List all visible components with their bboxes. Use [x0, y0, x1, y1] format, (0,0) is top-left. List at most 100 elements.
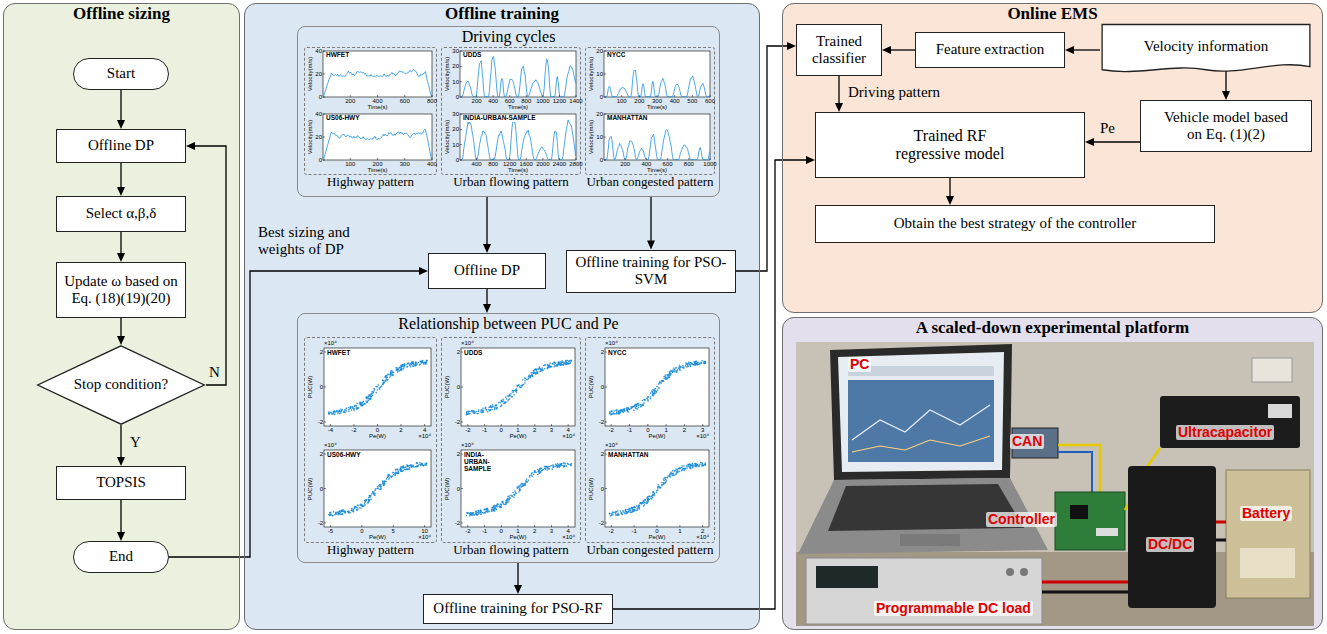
axis-title: Velocity(m/s): [444, 57, 450, 91]
connector-arrow: [117, 500, 125, 541]
axis-tick: 400: [427, 161, 437, 167]
axis-multiplier: ×10⁴: [461, 340, 474, 346]
cycle-name: US06-HWY: [326, 452, 362, 459]
tick-mark: [330, 525, 331, 527]
velocity-curve: [461, 119, 576, 159]
tick-mark: [576, 158, 577, 160]
axis-tick: 600: [505, 98, 515, 104]
axis-tick: 10: [596, 71, 603, 77]
axis-title: Time(s): [367, 104, 387, 110]
tick-mark: [324, 387, 326, 388]
tick-mark: [493, 158, 494, 160]
node-text: Obtain the best strategy of the controll…: [894, 215, 1136, 232]
axis-tick: 400: [488, 98, 498, 104]
tick-mark: [509, 95, 510, 97]
connector-line: [1093, 141, 1140, 142]
axis-title: Pe(W): [649, 534, 666, 540]
tick-mark: [534, 525, 535, 527]
tick-mark: [576, 95, 577, 97]
scatter-points: [466, 360, 572, 416]
tick-mark: [526, 158, 527, 160]
connector-arrow: [1065, 46, 1100, 54]
node-text: Offline DP: [88, 137, 154, 154]
connector-arrow: [736, 42, 796, 271]
arrowhead: [787, 42, 796, 50]
plot-frame: [604, 114, 710, 160]
axis-tick: -2: [455, 520, 460, 526]
axis-multiplier: ×10⁴: [324, 340, 337, 346]
process-box: Offline training for PSO-RF: [423, 594, 613, 624]
panel-title: Offline training: [245, 4, 759, 24]
tick-mark: [605, 422, 607, 423]
connector-arrow: [483, 197, 491, 253]
component-label: CAN: [1010, 434, 1044, 449]
axis-multiplier: ×10⁴: [418, 534, 431, 540]
axis-title: Velocity(m/s): [307, 57, 313, 91]
plot-frame: [460, 114, 576, 160]
axis-tick: 0: [500, 528, 503, 534]
arrowhead: [117, 336, 125, 345]
node-text: Start: [107, 65, 135, 82]
tick-mark: [629, 424, 630, 426]
terminal-pill: Start: [73, 58, 169, 90]
tick-mark: [667, 158, 668, 160]
arrowhead: [946, 196, 954, 205]
axis-tick: 100: [345, 161, 355, 167]
axis-tick: 0: [600, 157, 603, 163]
axis-tick: 40: [315, 111, 322, 117]
arrowhead: [483, 244, 491, 253]
pattern-box: Urban flowing pattern: [441, 337, 581, 543]
axis-tick: 40: [315, 48, 322, 54]
axis-tick: 300: [652, 98, 662, 104]
connector-line: [120, 232, 121, 254]
cycle-name: NYCC: [606, 52, 626, 59]
axis-tick: 0: [320, 384, 323, 390]
cycle-name: HWFET: [326, 350, 351, 357]
axis-tick: 2: [701, 528, 704, 534]
cycle-name: HWFET: [325, 52, 350, 59]
terminal-pill: End: [73, 541, 169, 573]
tick-mark: [361, 525, 362, 527]
plot-frame: [323, 114, 432, 160]
edge-label: Best sizing and weights of DP: [258, 224, 380, 259]
cycle-name: UDDS: [462, 52, 482, 59]
scatter-points: [609, 360, 706, 415]
panel-title: Offline sizing: [4, 4, 239, 24]
connector-line: [517, 563, 518, 586]
edge-label: Driving pattern: [848, 84, 940, 101]
tick-mark: [432, 158, 433, 160]
axis-tick: 300: [400, 161, 410, 167]
axis-tick: -2: [318, 520, 323, 526]
connector-arrow: [882, 46, 915, 54]
tick-mark: [404, 95, 405, 97]
arrowhead: [882, 46, 891, 54]
axis-tick: 1000: [536, 98, 549, 104]
arrowhead: [1085, 138, 1094, 146]
tick-mark: [509, 158, 510, 160]
axis-multiplier: ×10⁴: [605, 340, 618, 346]
tick-mark: [526, 95, 527, 97]
platform-photo: [796, 342, 1314, 626]
velocity-curve: [461, 57, 576, 97]
axis-tick: 1000: [703, 161, 716, 167]
node-text: Offline DP: [454, 262, 520, 279]
node-text: Offline training for PSO-RF: [433, 600, 602, 617]
axis-tick: 10: [452, 79, 459, 85]
axis-title: Pe(W): [369, 534, 386, 540]
connector-arrow: [169, 267, 428, 557]
axis-tick: -1: [627, 427, 632, 433]
axis-title: PUC(W): [588, 376, 594, 398]
connector-line: [120, 500, 121, 533]
process-box: Trained classifier: [796, 24, 882, 76]
tick-mark: [401, 424, 402, 426]
pattern-box: Highway pattern: [304, 47, 437, 175]
pattern-box: Highway pattern: [304, 337, 437, 543]
axis-tick: 1: [678, 528, 681, 534]
velocity-curve: [324, 70, 432, 97]
cycle-name: INDIA-URBAN-SAMPLE: [462, 115, 537, 122]
axis-tick: 1: [516, 528, 519, 534]
tick-mark: [461, 523, 463, 524]
connector-arrow: [514, 563, 522, 594]
axis-tick: 800: [427, 98, 437, 104]
